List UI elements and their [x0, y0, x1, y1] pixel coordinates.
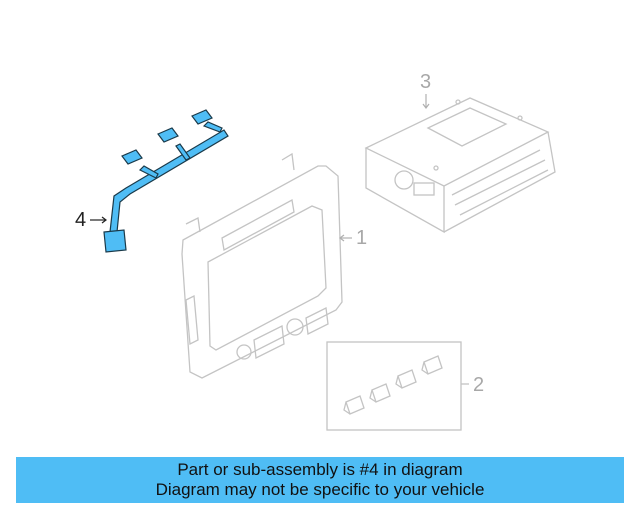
info-banner: Part or sub-assembly is #4 in diagram Di… [16, 457, 624, 503]
button-set-part-2[interactable] [326, 341, 469, 431]
parts-diagram [90, 94, 556, 431]
callout-1[interactable]: 1 [356, 227, 368, 249]
callout-2[interactable]: 2 [473, 374, 485, 396]
receiver-module-part-3[interactable] [364, 97, 556, 234]
banner-line-2: Diagram may not be specific to your vehi… [155, 480, 485, 499]
banner-line-1: Part or sub-assembly is #4 in diagram [177, 460, 463, 479]
faceplate-part-1[interactable] [181, 152, 343, 379]
callout-4[interactable]: 4 [75, 209, 87, 231]
callout-3[interactable]: 3 [420, 71, 432, 93]
wiring-harness-part-4[interactable] [103, 109, 229, 253]
